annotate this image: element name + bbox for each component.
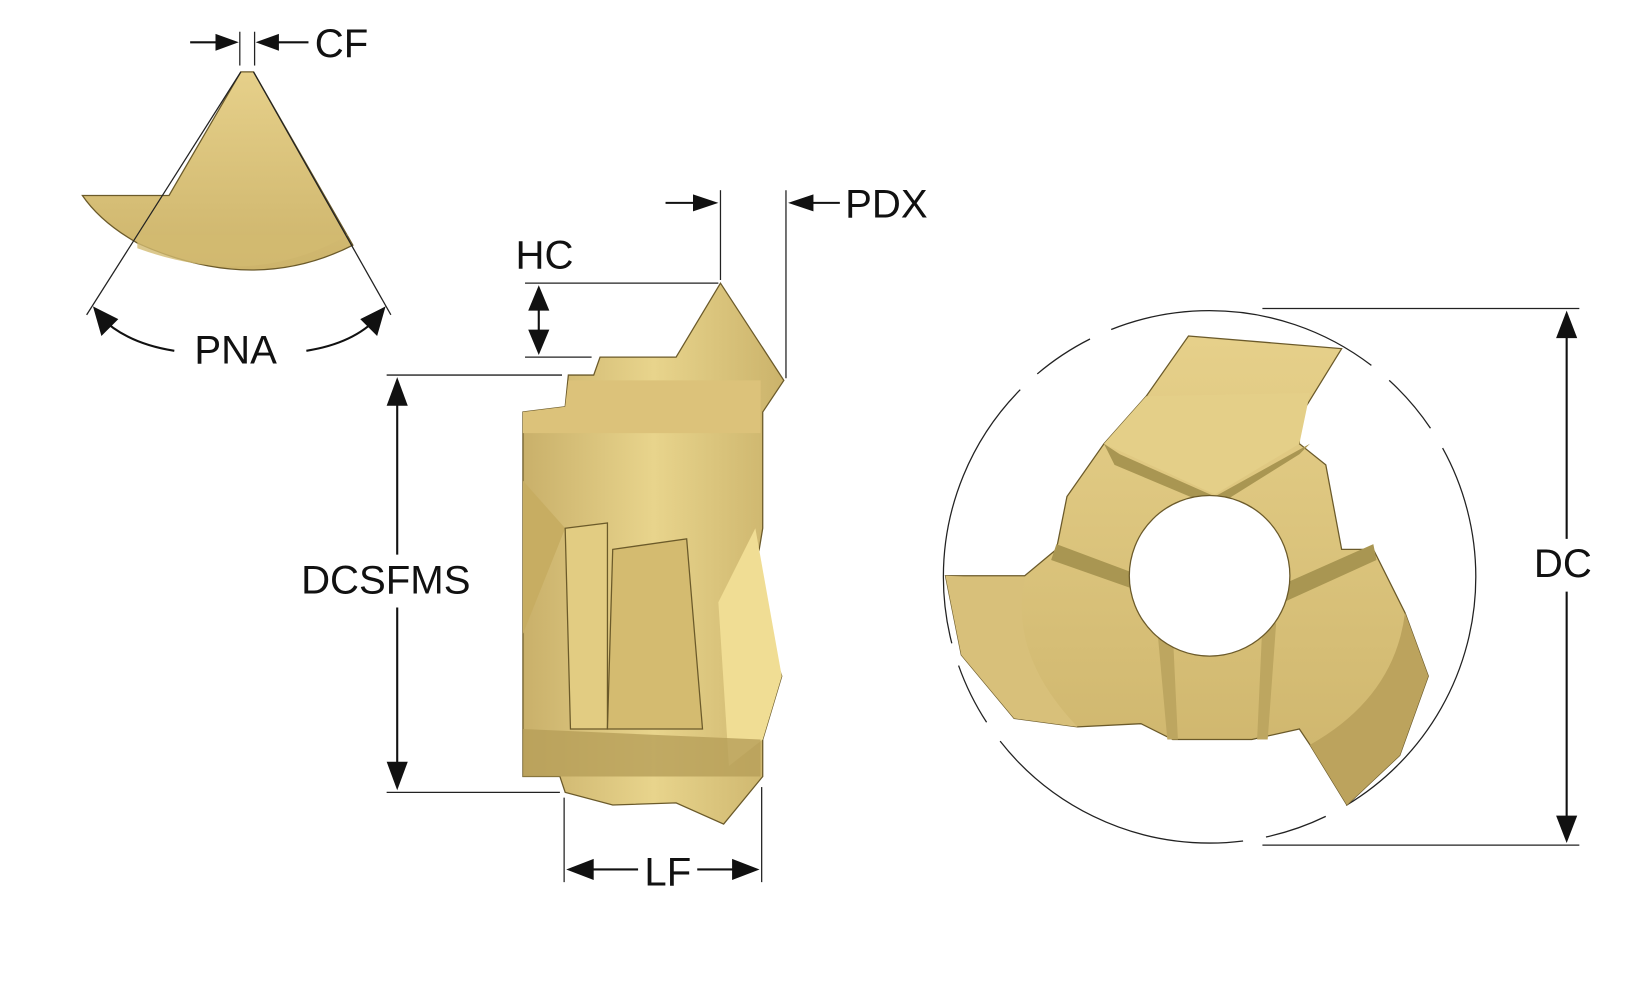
label-cf: CF: [315, 21, 369, 66]
profile-view: CF PNA: [81, 21, 392, 372]
side-view: PDX HC DCSFMS LF: [301, 182, 928, 895]
label-dcsfms: DCSFMS: [301, 558, 470, 603]
label-pdx: PDX: [845, 182, 928, 227]
label-lf: LF: [644, 849, 691, 894]
front-view: DC: [942, 307, 1592, 846]
label-pna: PNA: [194, 327, 277, 372]
label-dc: DC: [1534, 541, 1592, 586]
label-hc: HC: [516, 232, 574, 277]
